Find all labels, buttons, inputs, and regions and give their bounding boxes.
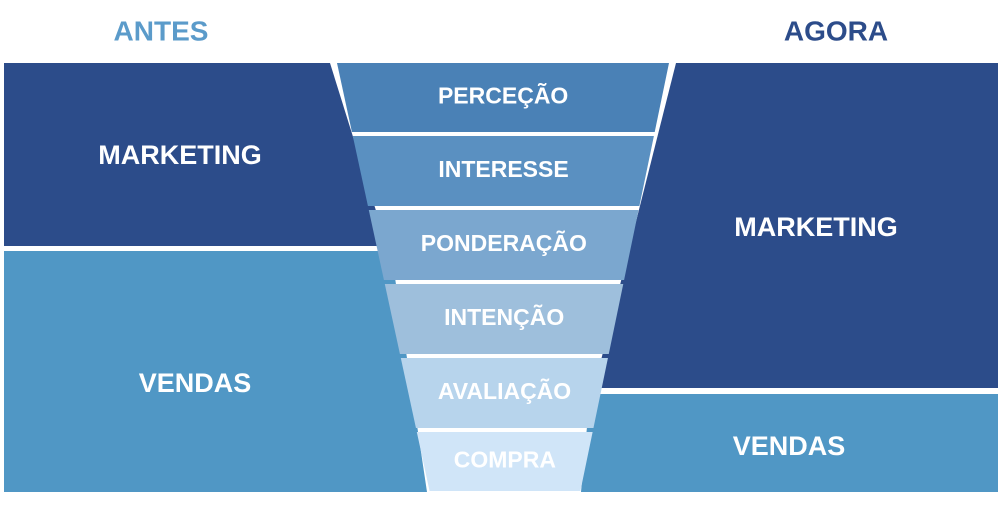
heading-before: ANTES: [114, 15, 209, 46]
before-sales-label: VENDAS: [139, 368, 252, 398]
funnel-stage-label: INTENÇÃO: [444, 303, 564, 330]
funnel-stage: [384, 284, 624, 354]
funnel-stage: [337, 63, 669, 132]
funnel: PERCEÇÃO INTERESSE PONDERAÇÃO INTENÇÃO AVALI…: [337, 63, 669, 491]
heading-now: AGORA: [784, 15, 888, 46]
funnel-stage-label: COMPRA: [454, 447, 556, 473]
funnel-stage: [352, 136, 654, 206]
funnel-stage-label: PONDERAÇÃO: [421, 229, 587, 256]
now-sales-block: [581, 394, 998, 492]
before-marketing-block: [4, 63, 387, 246]
now-marketing-label: MARKETING: [734, 212, 898, 242]
funnel-stage-label: PERCEÇÃO: [438, 82, 568, 109]
before-marketing-label: MARKETING: [98, 140, 262, 170]
before-sales-block: [4, 251, 427, 492]
funnel-stage: [368, 210, 639, 280]
funnel-stage-label: AVALIAÇÃO: [438, 377, 571, 404]
funnel-stage: [416, 432, 593, 491]
funnel-stage: [400, 358, 608, 428]
now-marketing-block: [594, 63, 998, 388]
now-sales-label: VENDAS: [733, 431, 846, 461]
funnel-stage-label: INTERESSE: [438, 156, 568, 182]
